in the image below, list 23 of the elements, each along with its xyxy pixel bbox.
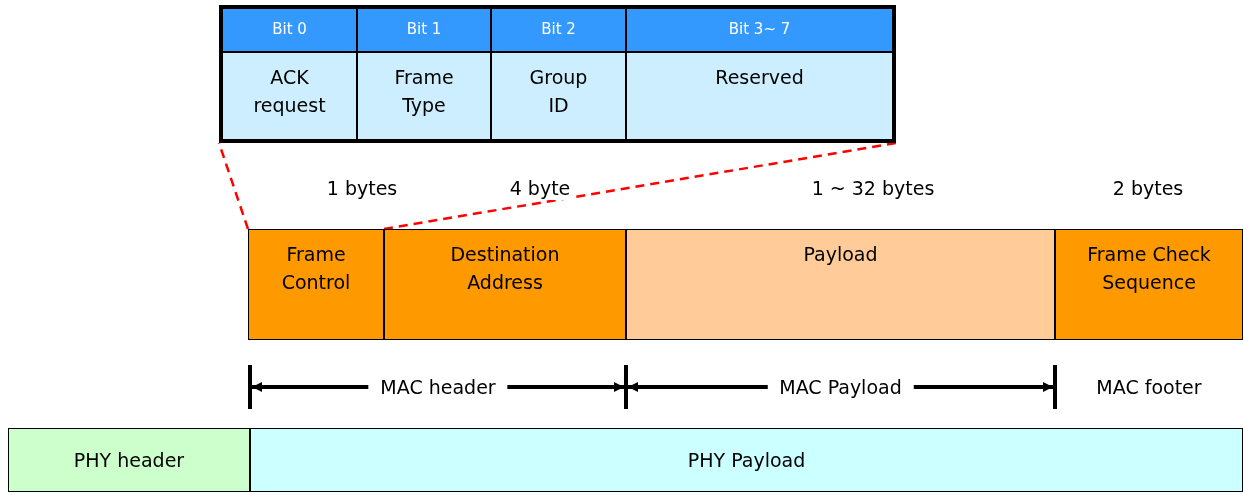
field-box xyxy=(384,229,626,340)
bit-header: Bit 3~ 7 xyxy=(626,8,893,52)
field-name: PHY Payload xyxy=(686,448,807,473)
field-name: ACK request xyxy=(252,65,327,118)
zoom-line xyxy=(217,142,250,230)
field-name: Frame Check Sequence xyxy=(1086,242,1212,295)
field-box xyxy=(8,428,250,492)
field-name: PHY header xyxy=(72,448,186,473)
field-name: Group ID xyxy=(528,65,589,118)
field-box xyxy=(248,229,384,340)
zoom-line xyxy=(383,141,897,231)
field-name: Destination Address xyxy=(449,242,561,295)
bit-header: Bit 2 xyxy=(491,8,626,52)
bit-header: Bit 0 xyxy=(222,8,357,52)
field-name: Frame Type xyxy=(393,65,455,118)
field-box xyxy=(250,428,1243,492)
field-name: Reserved xyxy=(714,65,805,90)
bit-header: Bit 1 xyxy=(357,8,491,52)
field-name: Payload xyxy=(802,242,879,267)
field-box xyxy=(1055,229,1243,340)
bit-field-table xyxy=(219,5,896,143)
field-box xyxy=(626,229,1055,340)
field-name: Frame Control xyxy=(280,242,352,295)
